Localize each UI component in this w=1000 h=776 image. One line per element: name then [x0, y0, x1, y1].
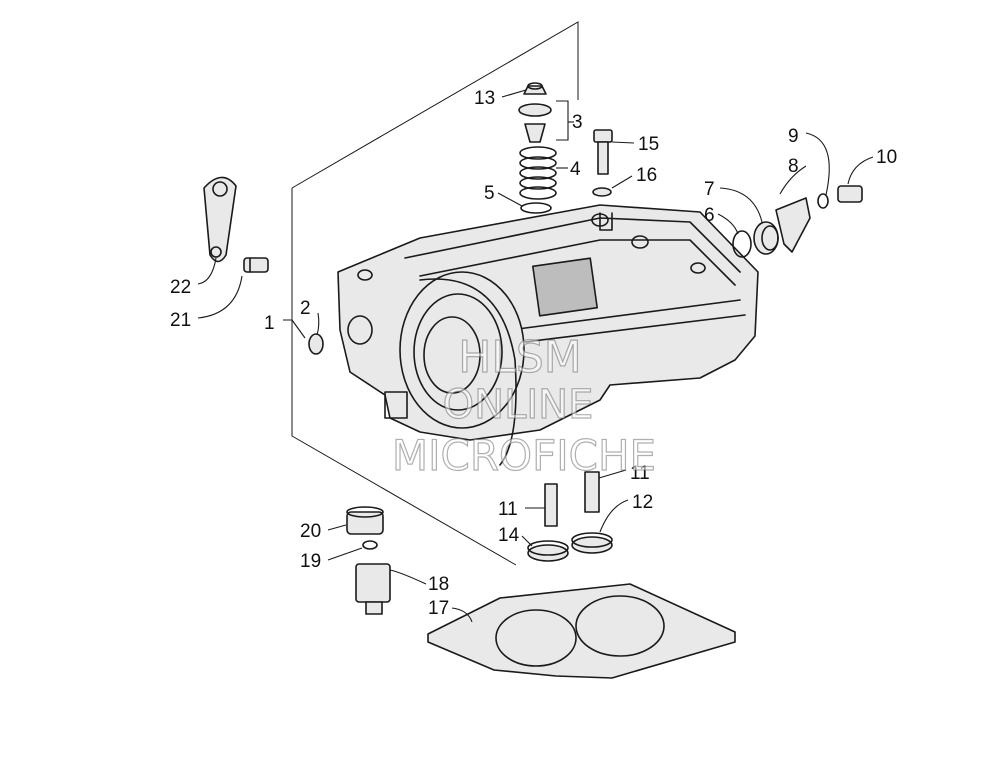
callout-12: 12	[632, 492, 653, 513]
part-12-seat-ring	[571, 532, 613, 554]
part-19-washer	[362, 540, 378, 550]
callout-5: 5	[484, 183, 495, 204]
callout-9: 9	[788, 126, 799, 147]
callout-labels: 1 2 3 4 5 6 7 8 9 10 11 11 12 13 14 15 1…	[170, 88, 897, 619]
callout-4: 4	[570, 159, 581, 180]
part-13-valve-cap	[523, 82, 547, 95]
part-18-fitting	[355, 563, 391, 615]
part-7-cap	[753, 221, 779, 255]
callout-8: 8	[788, 156, 799, 177]
part-22-bracket	[203, 176, 237, 263]
assembly-frame	[283, 21, 579, 566]
part-16-washer	[592, 187, 612, 197]
callout-11-right: 11	[630, 463, 650, 484]
part-20-cap	[346, 506, 384, 535]
callout-20: 20	[300, 521, 321, 542]
callout-10: 10	[876, 147, 897, 168]
callout-16: 16	[636, 165, 657, 186]
part-11-valve-guide-left	[544, 483, 558, 527]
callout-7: 7	[704, 179, 715, 200]
part-11-valve-guide-right	[584, 471, 600, 513]
part-6-oring	[732, 230, 752, 258]
callout-3: 3	[572, 112, 583, 133]
callout-1: 1	[264, 313, 275, 334]
part-17-head-gasket	[427, 583, 736, 679]
callout-19: 19	[300, 551, 321, 572]
part-5-spring-seat	[520, 202, 552, 214]
watermark-line-3: MICROFICHE	[392, 431, 656, 480]
callout-15: 15	[638, 134, 659, 155]
cylinder-head	[337, 204, 759, 466]
callout-21: 21	[170, 310, 191, 331]
callout-6: 6	[704, 205, 715, 226]
callout-22: 22	[170, 277, 191, 298]
callout-18: 18	[428, 574, 449, 595]
part-10-bolt	[837, 185, 863, 203]
part-9-washer	[817, 193, 829, 209]
callout-14: 14	[498, 525, 520, 546]
part-3-retainer-keepers	[518, 103, 552, 143]
leader-lines	[197, 89, 874, 623]
part-21-bolt	[243, 257, 269, 273]
watermark: HLSM ONLINE MICROFICHE	[391, 331, 656, 480]
callout-17: 17	[428, 598, 449, 619]
part-4-valve-spring	[519, 146, 557, 200]
watermark-line-1: HLSM	[458, 332, 582, 383]
callout-11-left: 11	[498, 499, 518, 520]
callout-2: 2	[300, 298, 311, 319]
part-14-seat-ring	[527, 540, 569, 562]
watermark-line-2: ONLINE	[443, 382, 594, 428]
part-15-bolt	[593, 129, 613, 175]
part-8-plate	[775, 197, 811, 253]
part-2-plug	[308, 333, 324, 355]
callout-13: 13	[474, 88, 495, 109]
